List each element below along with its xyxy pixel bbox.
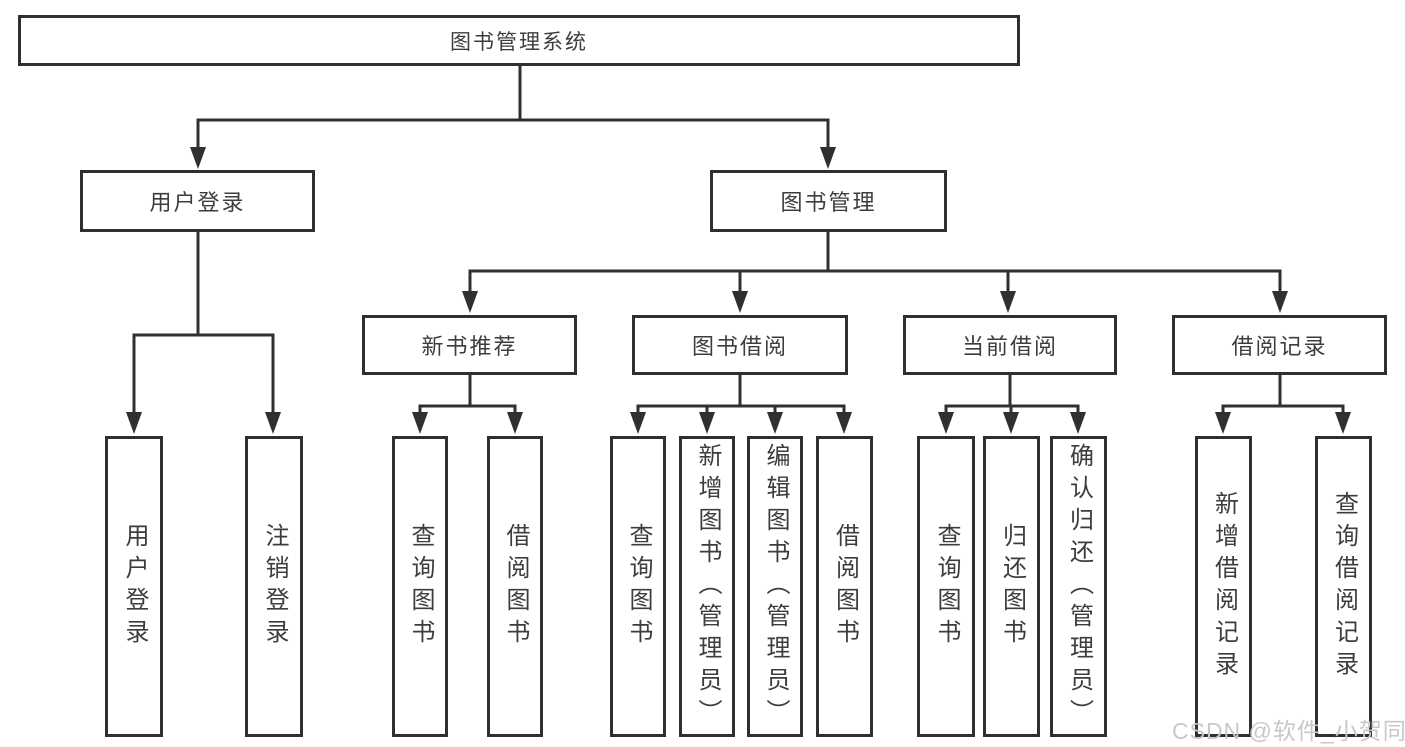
leaf-label: 用户登录 xyxy=(121,522,148,651)
leaf-label: 借阅图书 xyxy=(831,522,859,651)
arrowhead xyxy=(699,412,715,434)
leaf-label: 查询图书 xyxy=(407,522,434,651)
node-current-borrow: 当前借阅 xyxy=(903,315,1117,375)
leaf-label: 编辑图书（管理员） xyxy=(762,442,789,731)
leaf-edit-books-admin: 编辑图书（管理员） xyxy=(747,436,803,737)
arrowhead xyxy=(462,291,478,313)
node-book-borrow: 图书借阅 xyxy=(632,315,848,375)
csdn-watermark: CSDN @软件_小贺同学 xyxy=(1172,718,1405,744)
leaf-borrow-books-recommend: 借阅图书 xyxy=(487,436,543,737)
arrowhead xyxy=(1070,412,1086,434)
leaf-return-books: 归还图书 xyxy=(983,436,1040,737)
node-label: 用户登录 xyxy=(149,190,246,215)
node-borrow-records: 借阅记录 xyxy=(1172,315,1387,375)
leaf-label: 查询图书 xyxy=(933,522,960,651)
arrowhead xyxy=(1003,412,1019,434)
node-book-management: 图书管理 xyxy=(710,170,947,232)
node-label: 借阅记录 xyxy=(1231,334,1328,359)
arrowhead xyxy=(820,147,836,169)
arrowhead xyxy=(190,147,206,169)
node-user-login: 用户登录 xyxy=(80,170,315,232)
leaf-label: 查询图书 xyxy=(625,522,652,651)
arrowhead xyxy=(836,412,852,434)
leaf-user-login: 用户登录 xyxy=(105,436,163,737)
leaf-query-books-recommend: 查询图书 xyxy=(392,436,448,737)
leaf-label: 新增图书（管理员） xyxy=(694,442,721,731)
leaf-query-books-borrow: 查询图书 xyxy=(610,436,666,737)
node-new-book-recommend: 新书推荐 xyxy=(362,315,577,375)
leaf-query-books-current: 查询图书 xyxy=(917,436,975,737)
node-system-root: 图书管理系统 xyxy=(18,15,1020,66)
arrowhead xyxy=(1335,412,1351,434)
leaf-logout: 注销登录 xyxy=(245,436,303,737)
leaf-label: 归还图书 xyxy=(998,522,1026,651)
leaf-add-books-admin: 新增图书（管理员） xyxy=(679,436,735,737)
arrowhead xyxy=(1215,412,1231,434)
node-label: 图书管理 xyxy=(780,190,877,215)
node-label: 图书借阅 xyxy=(691,334,788,359)
arrowhead xyxy=(630,412,646,434)
leaf-label: 确认归还（管理员） xyxy=(1065,442,1093,731)
arrowhead xyxy=(412,412,428,434)
arrowhead xyxy=(1000,291,1016,313)
arrowhead xyxy=(732,291,748,313)
node-label: 图书管理系统 xyxy=(450,30,588,54)
arrowhead xyxy=(938,412,954,434)
leaf-label: 查询借阅记录 xyxy=(1330,490,1358,683)
node-label: 当前借阅 xyxy=(961,334,1058,359)
leaf-label: 注销登录 xyxy=(261,522,288,651)
node-label: 新书推荐 xyxy=(421,334,518,359)
leaf-confirm-return-admin: 确认归还（管理员） xyxy=(1050,436,1107,737)
arrowhead xyxy=(507,412,523,434)
leaf-query-borrow-record: 查询借阅记录 xyxy=(1315,436,1372,737)
arrowhead xyxy=(265,412,281,434)
arrowhead xyxy=(126,412,142,434)
leaf-add-borrow-record: 新增借阅记录 xyxy=(1195,436,1252,737)
leaf-borrow-books: 借阅图书 xyxy=(816,436,873,737)
leaf-label: 新增借阅记录 xyxy=(1210,490,1238,683)
arrowhead xyxy=(767,412,783,434)
leaf-label: 借阅图书 xyxy=(502,522,529,651)
arrowhead xyxy=(1272,291,1288,313)
